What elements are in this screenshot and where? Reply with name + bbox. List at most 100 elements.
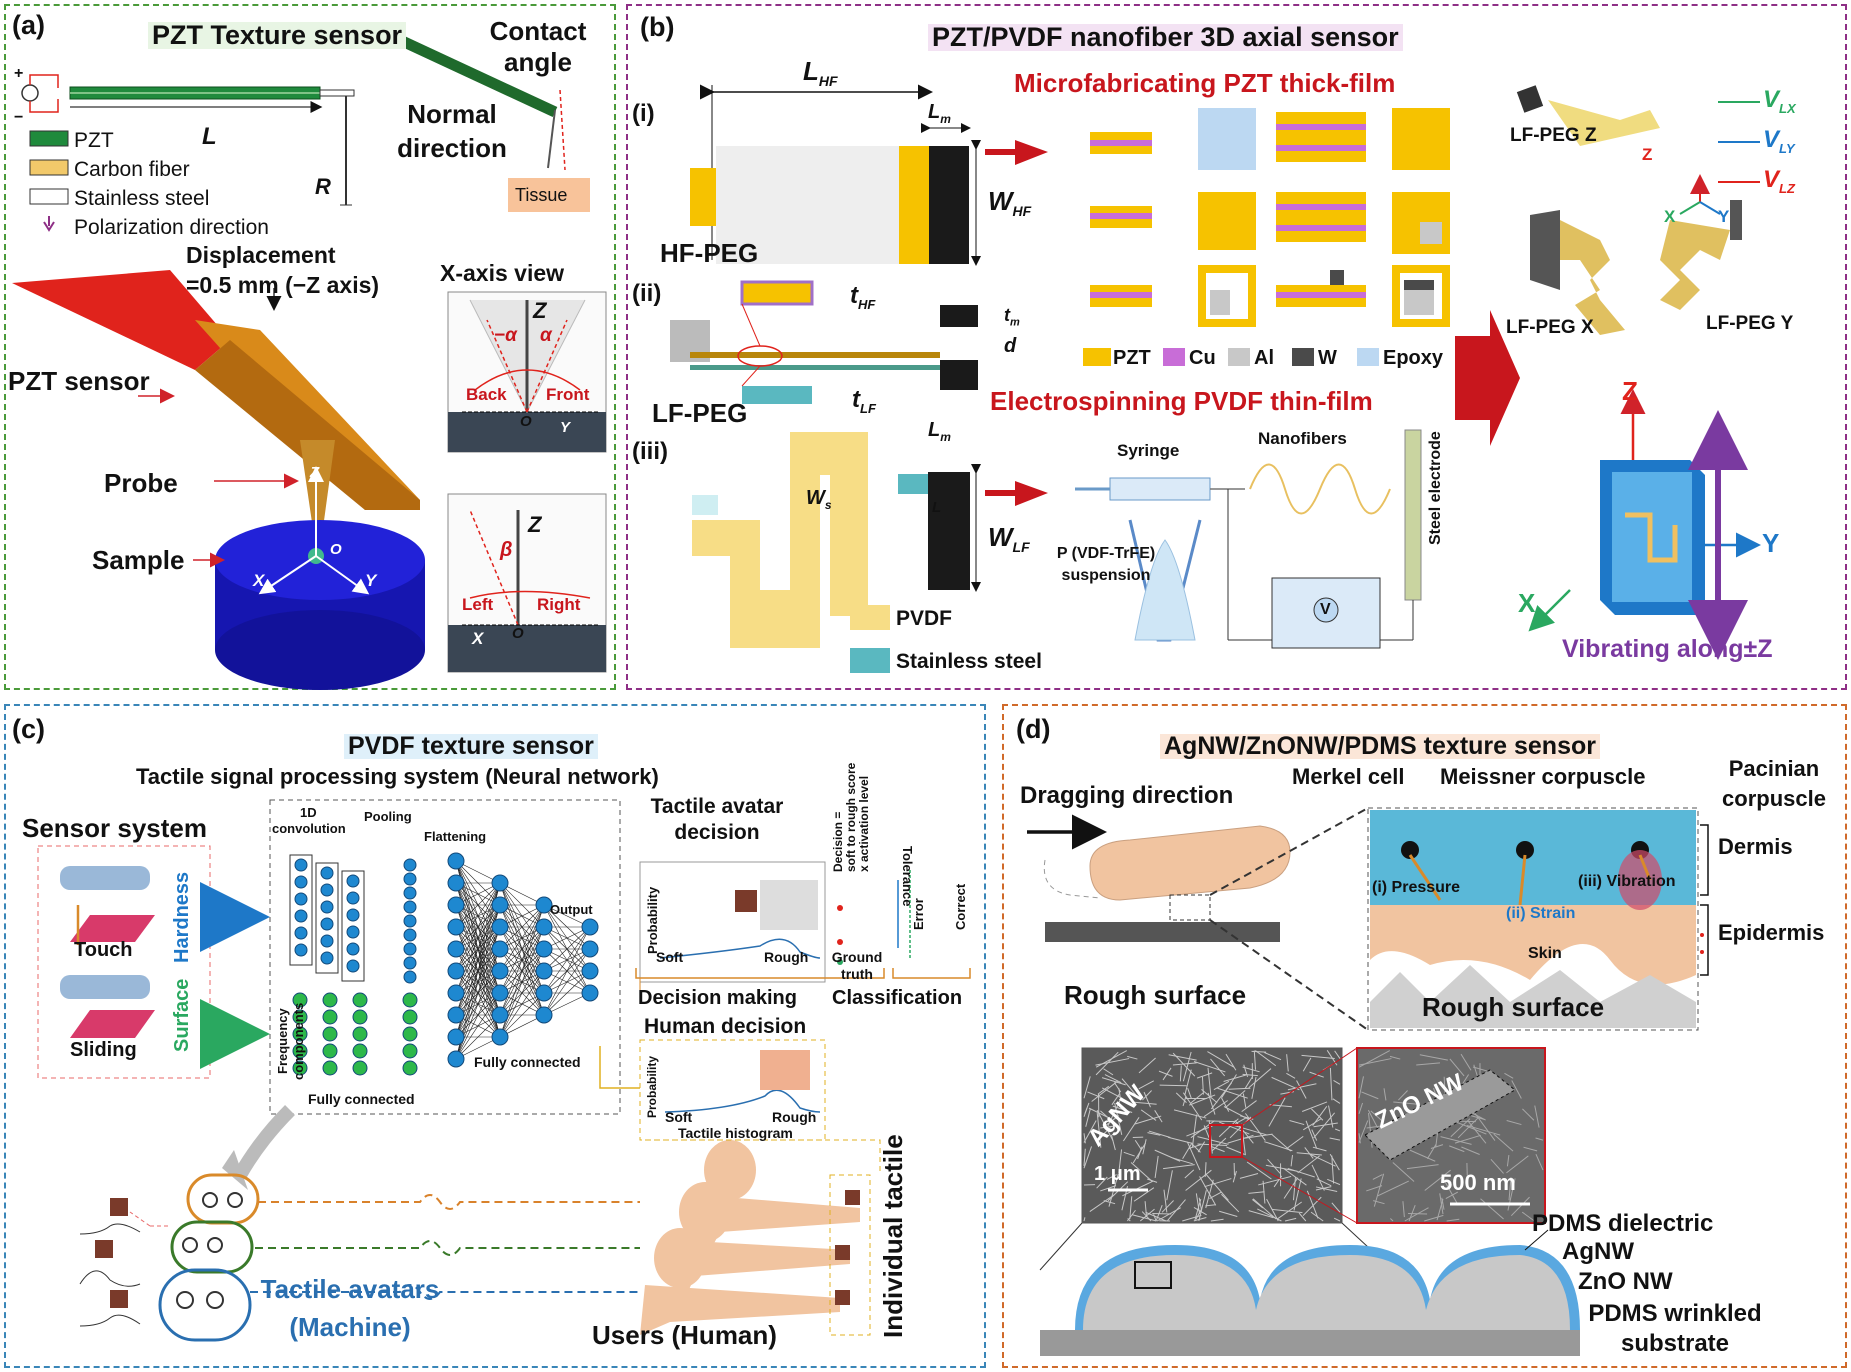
panel-c-graphics [37, 799, 971, 1342]
nn-node [403, 900, 417, 914]
rough-surface-profile [1370, 965, 1696, 1028]
sem-fiber [1406, 1164, 1439, 1170]
nn-node [292, 1026, 308, 1042]
vibrating-label: Vibrating along±Z [1562, 635, 1773, 663]
sem-fiber [1424, 1169, 1451, 1191]
sem-fiber [1373, 1200, 1385, 1205]
sem-fiber [1204, 1178, 1232, 1188]
sem-fiber [1271, 1208, 1303, 1214]
nn-node [535, 940, 553, 958]
sem-fiber [1441, 1176, 1459, 1206]
meissner-label: Meissner corpuscle [1440, 764, 1646, 789]
nn-node [402, 992, 418, 1008]
surface-label: Surface [171, 978, 193, 1052]
sem-fiber [1083, 1146, 1092, 1169]
sem-fiber [1179, 1065, 1182, 1082]
sem-fiber [1303, 1118, 1322, 1131]
sem-fiber [1404, 1207, 1429, 1222]
panel-c-title: PVDF texture sensor [344, 734, 598, 759]
sem-fiber [1087, 1091, 1105, 1100]
sem-fiber [1211, 1137, 1227, 1152]
syringe-icon [1109, 477, 1211, 501]
correct-label: Correct [953, 883, 968, 930]
nn-node [320, 917, 334, 931]
sem-fiber [1358, 1076, 1364, 1099]
sem-fiber [1132, 1142, 1147, 1164]
sem-fiber [1198, 1190, 1207, 1222]
panel-b-title: PZT/PVDF nanofiber 3D axial sensor [928, 24, 1403, 51]
nn-node [403, 886, 417, 900]
sem-fiber [1142, 1090, 1152, 1101]
scale-bar-1um: 1 μm [1094, 1163, 1141, 1185]
output-label: Output [550, 902, 593, 917]
agnw-zno-layer [1083, 1255, 1570, 1330]
ground-truth-line-2: truth [841, 966, 873, 982]
layer-pdms-dielectric: PDMS dielectric [1532, 1210, 1714, 1237]
sem-fiber [1239, 1173, 1259, 1179]
sem-fiber [1389, 1055, 1401, 1060]
sem-fiber [1163, 1164, 1195, 1170]
sem-fiber [1122, 1117, 1140, 1142]
pacinian-line-2: corpuscle [1722, 786, 1826, 811]
nn-node [320, 900, 334, 914]
sem-fiber [1523, 1146, 1538, 1152]
substrate-line-1: PDMS wrinkled [1588, 1300, 1762, 1327]
view2-x: X [472, 629, 484, 648]
sem-fiber [1187, 1088, 1192, 1099]
view2-z: Z [528, 512, 542, 537]
sem-fiber [1402, 1201, 1405, 1218]
microfab-grid [1090, 108, 1450, 327]
sem-fiber [1312, 1146, 1327, 1152]
sem-fiber [1172, 1157, 1193, 1165]
sem-fiber [1366, 1125, 1382, 1129]
sem-fiber [1127, 1055, 1138, 1060]
nn-edge [455, 882, 501, 1060]
sem-fiber [1096, 1176, 1108, 1189]
nn-node [447, 896, 465, 914]
sample-axis-x: X [253, 571, 265, 590]
nn-node [320, 934, 334, 948]
legend-pzt: PZT [74, 129, 114, 152]
nanofiber-wave [1249, 463, 1391, 515]
sem-fiber [1168, 1054, 1197, 1061]
sem-fiber [1228, 1087, 1251, 1090]
sem-fiber [1331, 1155, 1335, 1184]
sem-fiber [1100, 1125, 1115, 1129]
sem-fiber [1262, 1180, 1266, 1204]
sem-fiber [1297, 1155, 1320, 1174]
sem-fiber [1138, 1057, 1156, 1074]
nn-node [402, 1060, 418, 1076]
sem-fiber [1223, 1074, 1247, 1083]
rough-surface-label: Rough surface [1064, 980, 1247, 1010]
W-hf-label: WHF [988, 186, 1032, 220]
lf-peg-layer-zoom-1 [740, 280, 814, 306]
sem-fiber [1309, 1153, 1336, 1167]
sem-fiber [1266, 1198, 1279, 1222]
probability-label-1: Probability [645, 886, 660, 954]
soft-label-1: Soft [656, 949, 684, 965]
sem-fiber [1132, 1214, 1157, 1222]
sem-fiber [1091, 1080, 1119, 1102]
lf-peg-layer-zoom-2 [742, 386, 812, 404]
sem-fiber [1225, 1053, 1237, 1071]
sem-fiber [1358, 1102, 1364, 1114]
nn-node [581, 940, 599, 958]
nn-node [447, 874, 465, 892]
legend-pvdf: PVDF [896, 607, 953, 630]
sem-fiber [1358, 1050, 1390, 1068]
nn-node [322, 1060, 338, 1076]
sem-fiber [1296, 1152, 1322, 1156]
nn-node [352, 1009, 368, 1025]
sem-fiber [1147, 1132, 1161, 1136]
mat-al: Al [1254, 347, 1274, 369]
sem-fiber [1535, 1137, 1544, 1141]
sem-fiber [1204, 1162, 1207, 1177]
microfab-title: Microfabricating PZT thick-film [1014, 68, 1396, 98]
fully-connected-label: Fully connected [474, 1054, 581, 1070]
sem-fiber [1159, 1084, 1187, 1087]
sem-fiber [1153, 1214, 1157, 1222]
conv-label-2: convolution [272, 821, 346, 836]
nn-node [447, 1006, 465, 1024]
nn-node [447, 984, 465, 1002]
skin-label: Skin [1528, 945, 1562, 962]
